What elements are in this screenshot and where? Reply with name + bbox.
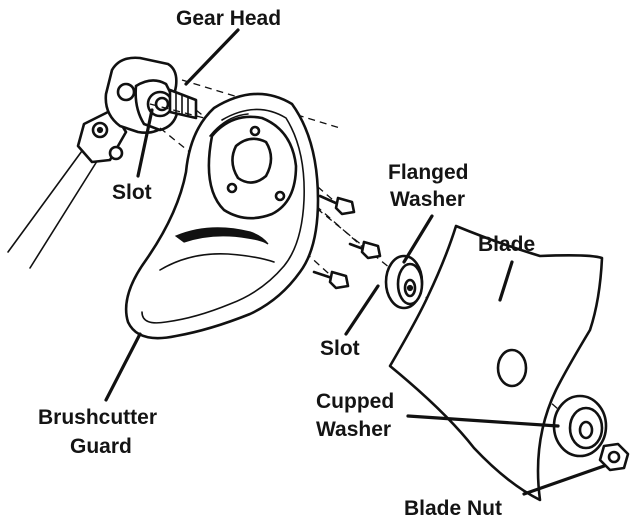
label-slot-top: Slot xyxy=(112,181,152,204)
label-flanged-washer-line1: Flanged xyxy=(388,161,469,184)
label-blade: Blade xyxy=(478,233,535,256)
leader-lines xyxy=(104,28,606,496)
mounting-bolt-3 xyxy=(312,270,350,290)
leader-blade xyxy=(498,260,514,302)
label-brushcutter-guard-line1: Brushcutter xyxy=(38,406,157,429)
leader-cupped-washer xyxy=(406,414,560,428)
brushcutter-guard xyxy=(124,92,320,340)
label-blade-nut: Blade Nut xyxy=(404,497,502,520)
mounting-bolt-2 xyxy=(348,240,382,260)
gear-spindle xyxy=(168,88,198,120)
leader-gear-head xyxy=(184,28,240,86)
gear-head xyxy=(76,56,198,164)
blade-nut xyxy=(598,442,630,472)
guard-cutting-edge xyxy=(159,227,275,271)
cupped-washer xyxy=(552,394,608,458)
leader-slot-bottom xyxy=(344,284,380,336)
leader-flanged-washer xyxy=(402,214,434,264)
label-brushcutter-guard-line2: Guard xyxy=(70,435,132,458)
blade xyxy=(388,224,604,502)
labels: Gear Head Slot Flanged Washer Blade Slot… xyxy=(38,7,535,520)
flanged-washer xyxy=(384,254,424,310)
label-flanged-washer-line2: Washer xyxy=(390,188,465,211)
label-slot-bottom: Slot xyxy=(320,337,360,360)
leader-brushcutter-guard xyxy=(104,332,142,402)
guard-mounting-plate xyxy=(207,115,298,220)
label-gear-head: Gear Head xyxy=(176,7,281,30)
label-cupped-washer-line2: Washer xyxy=(316,418,391,441)
leader-slot-top xyxy=(136,108,154,178)
leader-blade-nut xyxy=(522,464,606,496)
label-cupped-washer-line1: Cupped xyxy=(316,390,394,413)
mounting-bolt-1 xyxy=(318,194,356,216)
trimmer-shaft xyxy=(7,139,105,269)
